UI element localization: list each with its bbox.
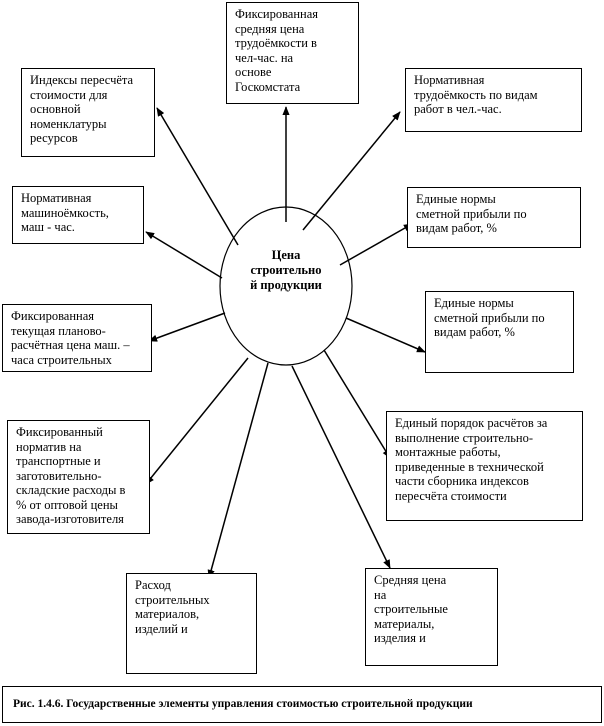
box-text: Средняя цена на строительные материалы, … (374, 573, 448, 645)
arrow-to-normative-labor (302, 111, 401, 231)
center-label: Цена строительно й продукции (250, 248, 322, 292)
box-text: Фиксированный норматив на транспортные и… (16, 425, 126, 526)
arrow-to-material-consumption (207, 362, 269, 579)
box-text: Нормативная трудоёмкость по видам работ … (414, 73, 538, 116)
box-text: Расход строительных материалов, изделий … (135, 578, 210, 636)
figure-caption: Рис. 1.4.6. Государственные элементы упр… (2, 686, 602, 723)
box-text: Нормативная машиноёмкость, маш - час. (21, 191, 109, 234)
box-fixed-labor-price: Фиксированная средняя цена трудоёмкости … (226, 2, 359, 104)
box-text: Фиксированная средняя цена трудоёмкости … (235, 7, 319, 94)
arrow-to-machine-intensity (145, 231, 223, 279)
box-profit-norms-1: Единые нормы сметной прибыли по видам ра… (407, 187, 581, 248)
box-text: Единые нормы сметной прибыли по видам ра… (416, 192, 527, 235)
box-average-material-price: Средняя цена на строительные материалы, … (365, 568, 498, 666)
box-normative-labor: Нормативная трудоёмкость по видам работ … (405, 68, 582, 132)
arrow-to-profit-norms-1 (339, 223, 413, 266)
arrow-to-machine-hour-price (148, 312, 226, 342)
box-machine-hour-price: Фиксированная текущая планово- расчётная… (2, 304, 152, 372)
box-calculation-procedure: Единый порядок расчётов за выполнение ст… (386, 411, 583, 521)
arrow-to-calculation-procedure (323, 349, 391, 459)
box-material-consumption: Расход строительных материалов, изделий … (126, 573, 257, 674)
box-text: Индексы пересчёта стоимости для основной… (30, 73, 134, 145)
arrow-to-recalc-indexes (156, 107, 239, 246)
box-transport-norm: Фиксированный норматив на транспортные и… (7, 420, 150, 534)
box-text: Единые нормы сметной прибыли по видам ра… (434, 296, 545, 339)
box-text: Единый порядок расчётов за выполнение ст… (395, 416, 548, 503)
arrow-to-profit-norms-2 (345, 317, 426, 353)
arrow-to-average-material-price (291, 365, 391, 569)
box-text: Фиксированная текущая планово- расчётная… (11, 309, 130, 367)
arrow-to-transport-norm (145, 357, 249, 485)
box-machine-intensity: Нормативная машиноёмкость, маш - час. (12, 186, 144, 244)
box-recalc-indexes: Индексы пересчёта стоимости для основной… (21, 68, 155, 157)
box-profit-norms-2: Единые нормы сметной прибыли по видам ра… (425, 291, 574, 373)
